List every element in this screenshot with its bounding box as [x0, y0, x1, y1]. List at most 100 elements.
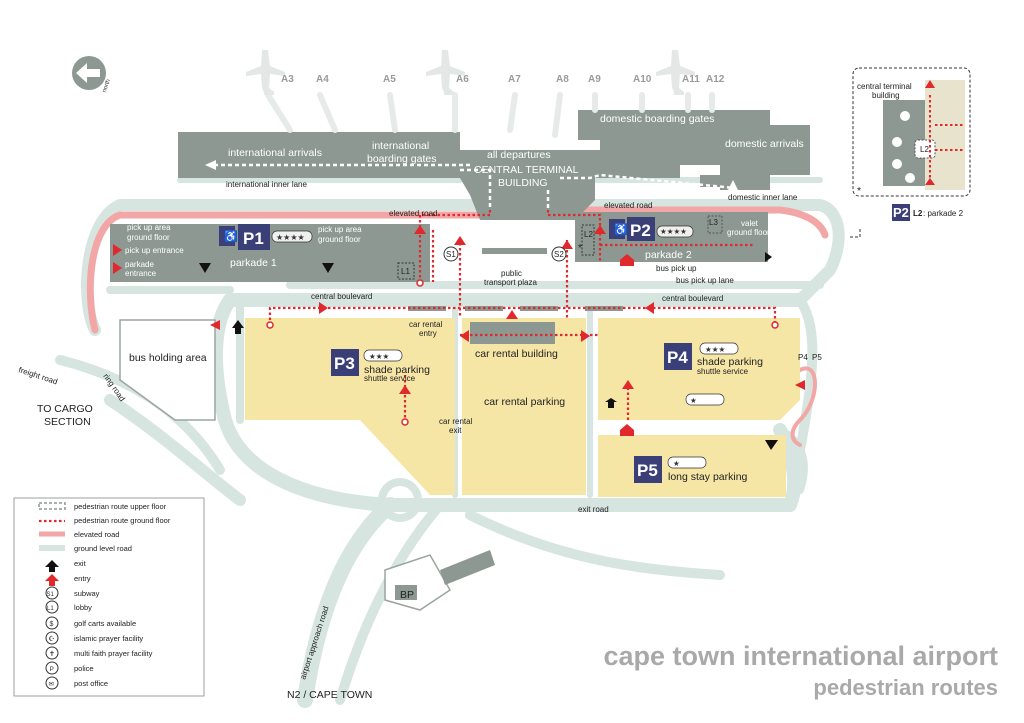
p1-stars: ★★★★ [276, 233, 305, 242]
label-central-terminal-1: CENTRAL TERMINAL [474, 164, 579, 176]
legend-islamic-icon: ☪ [49, 635, 55, 643]
legend-ground: pedestrian route ground floor [74, 516, 171, 525]
label-international-arrivals: international arrivals [228, 147, 322, 159]
gate-A8: A8 [556, 74, 569, 85]
p4-label: P4 [798, 353, 808, 362]
label-domestic-inner-lane: domestic inner lane [728, 193, 798, 202]
inset-caption-rest: : parkade 2 [923, 209, 964, 218]
label-domestic-arrivals: domestic arrivals [725, 138, 804, 150]
label-bus-pick-up-lane: bus pick up lane [676, 276, 734, 285]
inset-asterisk: * [857, 185, 861, 197]
transport-labels: public transport plaza S1 S2 car rental … [409, 250, 564, 435]
p5-label: P5 [812, 353, 822, 362]
p5-badge: P5 [637, 461, 658, 480]
svg-text:♿: ♿ [224, 230, 238, 243]
p4-stars: ★★★ [705, 345, 725, 354]
gate-A10: A10 [633, 74, 652, 85]
legend-upper: pedestrian route upper floor [74, 502, 167, 511]
label-domestic-boarding: domestic boarding gates [600, 113, 714, 125]
legend-subway-icon: S1 [47, 592, 55, 598]
legend [13, 497, 205, 697]
legend-post: post office [74, 679, 108, 688]
label-bus-pick-up: bus pick up [656, 264, 697, 273]
car-rental-entry-2: entry [419, 329, 437, 338]
p2-stars: ★★★★ [660, 227, 687, 236]
parking-areas [245, 318, 800, 497]
car-rental-exit-2: exit [449, 426, 462, 435]
public-transport-2: transport plaza [484, 278, 537, 287]
p1-lobby: L1 [401, 267, 410, 276]
p1-pickup-entrance: pick up entrance [125, 246, 184, 255]
p5-stars: ★ [673, 459, 680, 468]
legend-police-icon: P [50, 666, 54, 673]
airplane-icons [246, 50, 695, 95]
route-arrows [319, 225, 654, 394]
gate-A5: A5 [383, 74, 396, 85]
p4-name: shade parking [697, 356, 763, 368]
gate-A12: A12 [706, 74, 725, 85]
public-transport-1: public [501, 269, 522, 278]
p1-badge-text: P1 [243, 229, 264, 248]
inset-label-1: central terminal [857, 82, 912, 91]
p2-valet-2: ground floor [727, 228, 770, 237]
parking-p3: P3 ★★★ shade parking shuttle service [331, 349, 430, 383]
gate-A11: A11 [682, 74, 700, 85]
label-bp: BP [400, 589, 414, 601]
gate-A9: A9 [588, 74, 601, 85]
legend-elevated: elevated road [74, 530, 119, 539]
inset-badge: P2 [893, 205, 909, 220]
p2-lobby3: L3 [709, 218, 718, 227]
exit-icons [199, 252, 778, 450]
p1-pickup-left-2: ground floor [127, 233, 170, 242]
p1-badges: ♿ P1 ★★★★ [219, 224, 313, 250]
compass-label: north [102, 79, 112, 94]
elevated-road [86, 206, 829, 447]
label-car-rental-parking: car rental parking [484, 396, 565, 408]
label-all-departures: all departures [487, 149, 551, 161]
p2-lobby2: L2 [584, 230, 593, 239]
p4-star2: ★ [690, 396, 697, 405]
label-exit-road: exit road [578, 505, 609, 514]
parking-p4: P4 ★★★ shade parking shuttle service ★ P… [664, 342, 822, 406]
legend-post-icon: ✉ [49, 681, 55, 688]
label-international-boarding-2: boarding gates [367, 153, 436, 165]
label-freight-road: freight road [17, 365, 58, 386]
pedestrian-route-ground [268, 210, 777, 420]
car-rental-entry-1: car rental [409, 320, 443, 329]
pedestrian-route-upper [215, 163, 736, 210]
map-title-line2: pedestrian routes [813, 675, 998, 700]
car-rental-building [470, 322, 555, 344]
label-elevated-road-1: elevated road [389, 209, 437, 218]
p3-badge: P3 [334, 354, 355, 373]
gate-A6: A6 [456, 74, 469, 85]
label-central-boulevard-2: central boulevard [662, 294, 723, 303]
p1-name: parkade 1 [230, 257, 277, 269]
parking-p5: P5 ★ long stay parking [634, 456, 748, 483]
map-title-line1: cape town international airport [603, 641, 998, 671]
label-to-cargo-2: SECTION [44, 416, 91, 428]
p1-pickup-left-1: pick up area [127, 223, 171, 232]
legend-islamic: islamic prayer facility [74, 634, 143, 643]
entry-icons [113, 244, 805, 436]
label-central-terminal-2: BUILDING [498, 177, 548, 189]
gate-A7: A7 [508, 74, 521, 85]
svg-text:♿: ♿ [614, 223, 628, 236]
legend-police: police [74, 664, 94, 673]
p3-sub: shuttle service [364, 374, 416, 383]
p4-badge: P4 [667, 348, 688, 367]
label-international-inner-lane: international inner lane [226, 180, 307, 189]
label-international-boarding-1: international [372, 140, 429, 152]
parkade-labels: pick up area ground floor pick up area g… [125, 218, 770, 278]
arrow-up-white [728, 180, 738, 190]
legend-multifaith: multi faith prayer facility [74, 649, 153, 658]
p3-name: shade parking [364, 364, 430, 376]
p2-badge [627, 217, 655, 241]
label-bus-holding: bus holding area [129, 352, 207, 364]
legend-exit: exit [74, 559, 87, 568]
legend-labels: pedestrian route upper floor pedestrian … [47, 502, 171, 688]
gate-A3: A3 [281, 74, 294, 85]
inset-labels: central terminal building L2 * L2 : park… [857, 82, 964, 218]
legend-lobby: lobby [74, 603, 92, 612]
label-to-cargo-1: TO CARGO [37, 403, 93, 415]
